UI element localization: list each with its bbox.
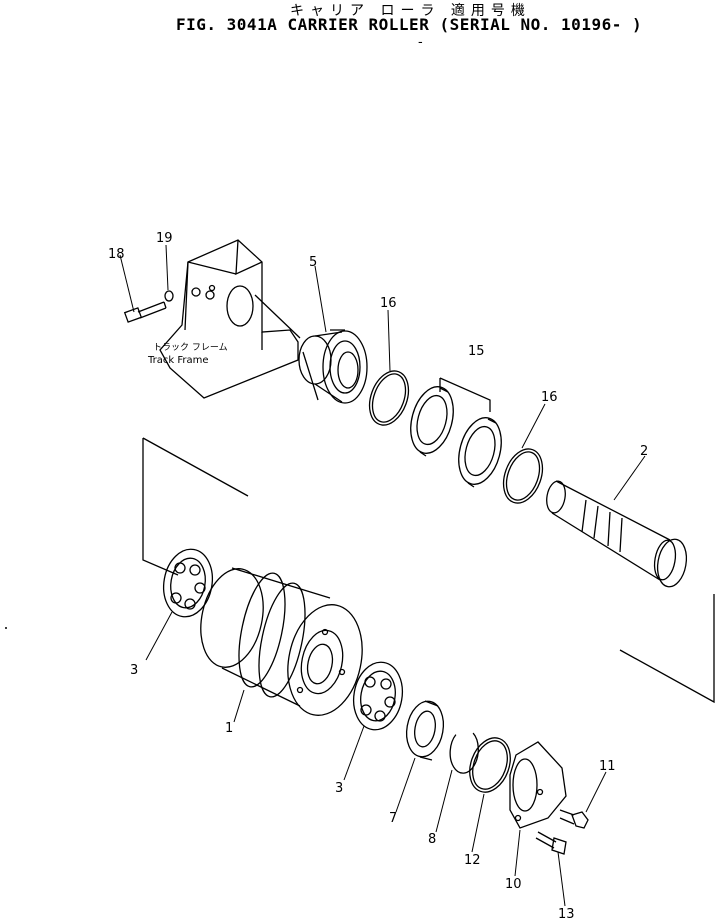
- stray-dot: [5, 627, 7, 629]
- part-10-cover: [509, 741, 567, 829]
- part-8-snap-ring: [449, 732, 479, 774]
- callout-11: 11: [599, 759, 616, 774]
- part-11-plug: [559, 809, 589, 829]
- callout-7: 7: [389, 811, 397, 826]
- assembly-lines: [142, 437, 715, 704]
- serial-dash-mark: -: [418, 35, 423, 50]
- callout-13: 13: [558, 907, 575, 921]
- callout-numbers: 18 19 5 16 15 16 2 3 1 3 7 8 12 10 11 13: [108, 231, 648, 921]
- part-2-shaft: [546, 480, 688, 588]
- callout-12: 12: [464, 853, 481, 868]
- track-frame-label: Track Frame: [147, 355, 209, 366]
- callout-3-right: 3: [335, 781, 343, 796]
- figure-title-japanese: キャリア ローラ 適用号機: [290, 3, 531, 19]
- part-19-washer: [164, 290, 174, 302]
- part-5-collar: [298, 329, 368, 404]
- callout-2: 2: [640, 444, 648, 459]
- part-3-bearing-left: [162, 548, 214, 618]
- part-7-seal: [405, 700, 445, 761]
- track-frame-bracket: [159, 239, 301, 399]
- callout-18: 18: [108, 247, 125, 262]
- callout-16-upper: 16: [380, 296, 397, 311]
- part-3-bearing-right: [352, 661, 404, 731]
- part-15-floating-seal: [410, 377, 502, 488]
- callout-19: 19: [156, 231, 173, 246]
- part-1-roller: [200, 567, 363, 716]
- callout-10: 10: [505, 877, 522, 892]
- callout-15: 15: [468, 344, 485, 359]
- figure-title: FIG. 3041A CARRIER ROLLER (SERIAL NO. 10…: [176, 15, 643, 34]
- callout-16-lower: 16: [541, 390, 558, 405]
- track-frame-label-jp: トラック フレーム: [153, 342, 228, 353]
- part-18-bolt: [123, 301, 167, 323]
- part-16-o-ring-upper: [368, 370, 410, 426]
- callout-1: 1: [225, 721, 233, 736]
- callout-8: 8: [428, 832, 436, 847]
- callout-5: 5: [309, 255, 317, 270]
- part-13-bolt: [535, 831, 567, 855]
- part-16-o-ring-lower: [502, 448, 544, 504]
- leader-lines: [119, 244, 646, 907]
- part-12-o-ring: [469, 737, 511, 793]
- callout-3-left: 3: [130, 663, 138, 678]
